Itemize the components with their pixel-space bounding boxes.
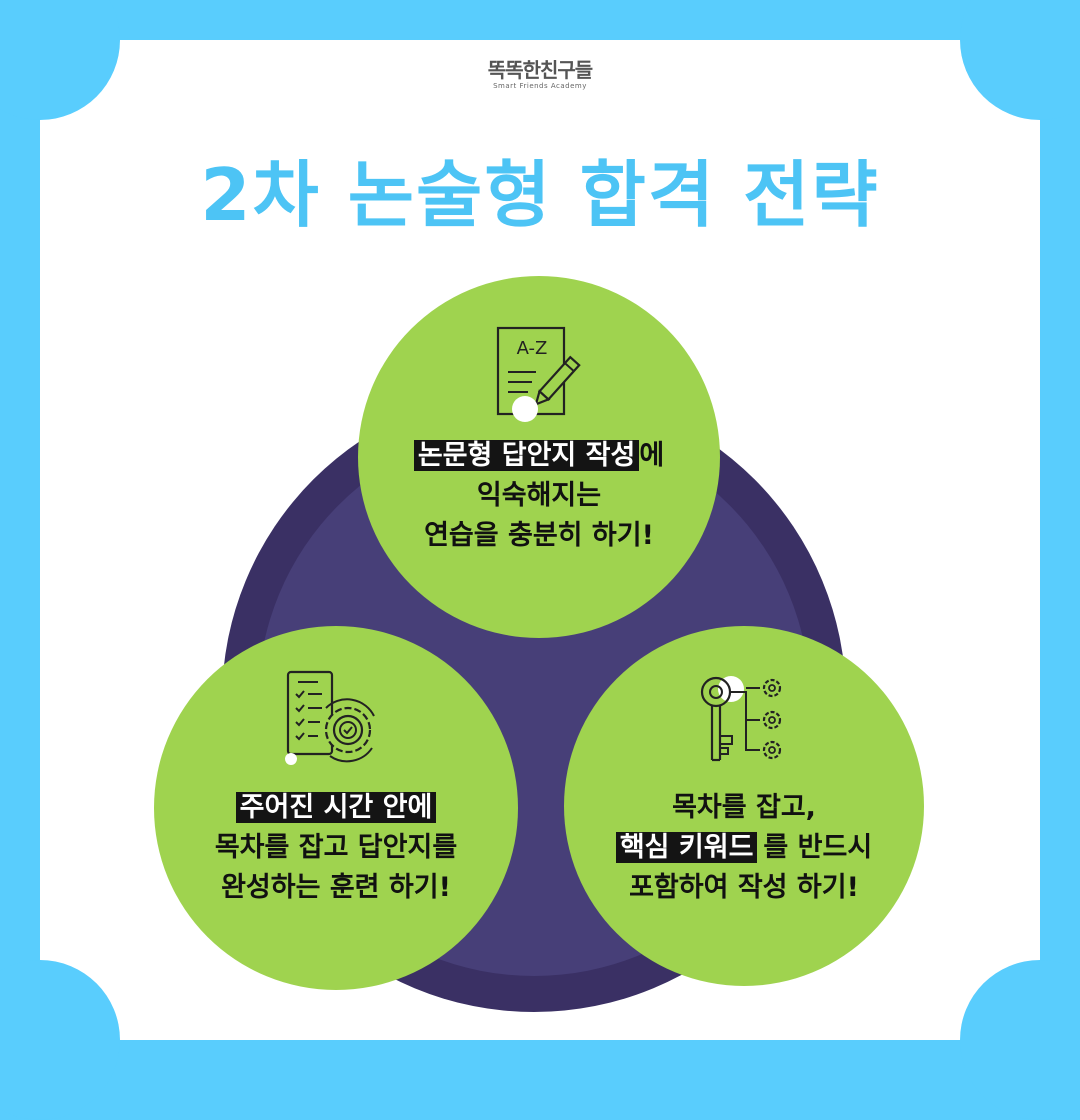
document-pencil-icon: A-Z <box>496 326 581 416</box>
key-gears-icon <box>700 676 782 762</box>
logo-sub-text: Smart Friends Academy <box>493 82 587 90</box>
brand-logo: 똑똑한친구들 Smart Friends Academy <box>0 54 1080 90</box>
document-icon-label: A-Z <box>517 338 548 359</box>
tip-line: 목차를 잡고, <box>672 792 816 823</box>
tip-highlight: 논문형 답안지 작성 <box>413 440 640 471</box>
tip-line: 목차를 잡고 답안지를 <box>214 832 458 863</box>
tip-line-rest: 를 반드시 <box>763 832 873 863</box>
tip-highlight: 주어진 시간 안에 <box>235 792 437 823</box>
tip-line: 연습을 충분히 하기! <box>424 520 654 551</box>
tip-highlight: 핵심 키워드 <box>615 832 758 863</box>
tip-line: 주어진 시간 안에 <box>154 788 518 828</box>
page-title: 2차 논술형 합격 전략 <box>200 153 880 237</box>
decorative-dot <box>512 396 538 422</box>
tip-circle-bottom-right <box>564 626 924 986</box>
checklist-gear-icon <box>286 670 375 763</box>
tip-line-rest: 에 <box>639 440 665 471</box>
tip-text-bottom-left: 주어진 시간 안에 목차를 잡고 답안지를 완성하는 훈련 하기! <box>154 788 518 908</box>
decorative-dot <box>285 753 297 765</box>
tip-line: 익숙해지는 <box>476 480 602 511</box>
tip-line: 포함하여 작성 하기! <box>629 872 859 903</box>
tip-line: 완성하는 훈련 하기! <box>221 872 451 903</box>
logo-main-text: 똑똑한친구들 <box>487 58 593 82</box>
